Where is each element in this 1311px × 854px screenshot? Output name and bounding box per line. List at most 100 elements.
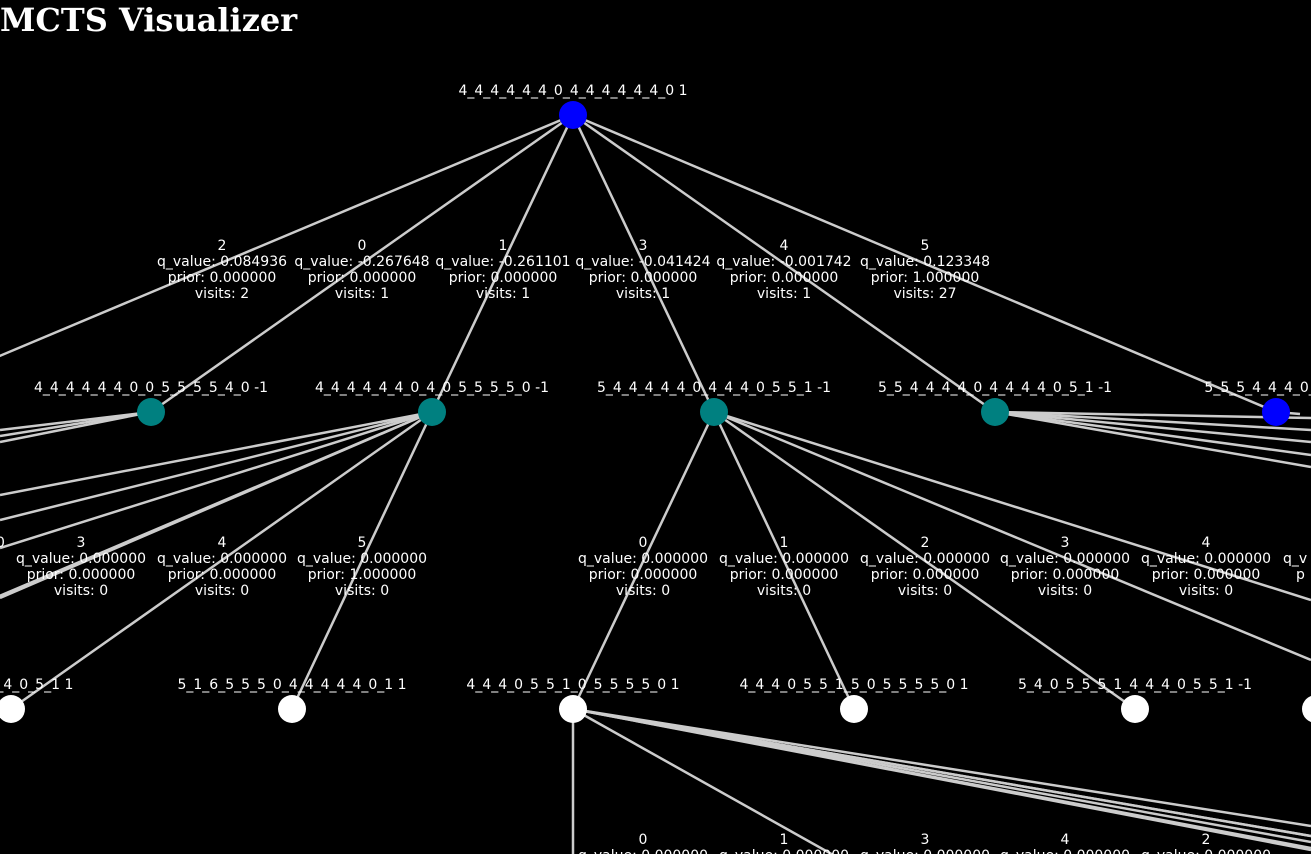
node-circle[interactable] [1262,398,1290,426]
tree-edge [571,114,716,413]
tree-node-leaf[interactable]: 4_4_4_0_5_5_1_5_0_5_5_5_5_0 1 [739,677,969,723]
tree-edge [290,411,434,710]
tree-edge-offscreen [994,410,1311,457]
edge-stat-label: q_value: 0.000000 [578,551,708,567]
edge-stat-label: q_value: 0.000000 [860,551,990,567]
tree-edge [713,410,1311,662]
edge-stat-label: prior: 0.000000 [730,270,839,286]
edge-stat-label-clipped: p [1296,567,1305,583]
tree-edge [572,707,835,854]
edge-action-label: 1 [780,535,789,551]
edge-action-label: 2 [921,535,930,551]
node-state-label: 5_5_5_4_4_4_0_4_4_ [1204,380,1311,396]
node-state-label: 5_4_0_5_5_5_1_4_4_4_0_5_5_1 -1 [1018,677,1252,693]
edge-action-label: 1 [499,238,508,254]
node-circle[interactable] [840,695,868,723]
edge-action-label: 0 [358,238,367,254]
tree-edge-offscreen [0,410,433,497]
edge-stat-label: visits: 0 [54,583,108,599]
edge-action-label: 2 [218,238,227,254]
edge-stat-label: q_value: 0.000000 [860,848,990,854]
edge-stat-label: prior: 0.000000 [308,270,417,286]
edge-action-label: 5 [921,238,930,254]
edge-action-label: 3 [77,535,86,551]
edge-stat-label: visits: 0 [1038,583,1092,599]
tree-edge [712,411,856,710]
edge-action-label: 4 [1061,832,1070,848]
node-circle[interactable] [0,695,25,723]
tree-edge-offscreen [994,410,1311,444]
tree-node-leaf[interactable]: _4_4_4_4_0_5_1 1 [0,677,73,723]
node-state-label: 4_4_4_0_5_5_1_0_5_5_5_5_0 1 [466,677,679,693]
edge-stat-label: prior: 1.000000 [308,567,417,583]
node-circle[interactable] [418,398,446,426]
tree-node-leaf[interactable]: 5_1_6_5_5_5_0_4_4_4_4_4_0_1 1 [177,677,407,723]
tree-edge [572,113,1277,414]
edges-layer [0,113,1311,854]
edge-stat-label: prior: 0.000000 [1152,567,1261,583]
node-state-label: 4_4_4_4_4_4_0_0_5_5_5_5_4_0 -1 [34,380,268,396]
tree-edge-offscreen [994,410,1311,420]
tree-node-leaf[interactable]: 4_4_4_0_5_5_1_0_5_5_5_5_0 1 [466,677,680,723]
edge-stat-label: visits: 0 [898,583,952,599]
tree-node-expanded[interactable]: 5_4_4_4_4_4_0_4_4_4_0_5_5_1 -1 [597,380,831,426]
tree-edge [150,113,574,414]
node-state-label: 4_4_4_4_4_4_0_4_0_5_5_5_5_0 -1 [315,380,549,396]
edge-stat-label: q_value: 0.000000 [578,848,708,854]
edge-stat-label: q_value: 0.123348 [860,254,990,270]
edge-stat-label: prior: 0.000000 [871,567,980,583]
tree-edge [0,410,433,598]
node-circle[interactable] [700,398,728,426]
edge-action-label: 0 [639,535,648,551]
node-circle[interactable] [559,695,587,723]
edge-stat-label: prior: 1.000000 [871,270,980,286]
node-circle[interactable] [981,398,1009,426]
edge-action-label: 5 [358,535,367,551]
node-circle[interactable] [1121,695,1149,723]
nodes-layer: 4_4_4_4_4_4_0_4_4_4_4_4_4_0 1 4_4_4_4_4_4… [0,83,1311,723]
edge-stat-label: q_value: -0.041424 [575,254,710,270]
edge-stat-label: q_value: 0.000000 [16,551,146,567]
tree-edge [572,707,1311,852]
tree-node-expanded[interactable]: 4_4_4_4_4_4_0_4_0_5_5_5_5_0 -1 [315,380,549,426]
edge-stat-label: visits: 27 [893,286,956,302]
edge-stat-label: q_value: 0.000000 [719,551,849,567]
tree-node-leaf[interactable]: 5_4_0_5_5_5_1_4_4_4_0_5_5_1 -1 [1018,677,1252,723]
edge-stat-label: visits: 1 [757,286,811,302]
edge-stat-label: prior: 0.000000 [589,567,698,583]
node-circle[interactable] [559,101,587,129]
edge-stat-label: q_value: 0.000000 [1000,551,1130,567]
page-title: MCTS Visualizer [0,1,298,39]
tree-node-expanded[interactable]: 4_4_4_4_4_4_0_0_5_5_5_5_4_0 -1 [34,380,268,426]
edge-action-label: 1 [780,832,789,848]
tree-edge [713,410,1136,711]
edge-stat-label: visits: 1 [476,286,530,302]
edge-stat-label: prior: 0.000000 [730,567,839,583]
edge-stat-label: visits: 0 [1179,583,1233,599]
tree-node-selected[interactable]: 4_4_4_4_4_4_0_4_4_4_4_4_4_0 1 [458,83,688,129]
edge-stat-label: visits: 1 [335,286,389,302]
edge-stat-label: visits: 2 [195,286,249,302]
edge-stat-label: visits: 0 [195,583,249,599]
edge-stat-label: prior: 0.000000 [589,270,698,286]
tree-edge [713,410,1311,602]
tree-edge [572,707,1311,828]
node-state-label: 4_4_4_4_4_4_0_4_4_4_4_4_4_0 1 [458,83,687,99]
edge-action-label: 2 [1202,832,1211,848]
edge-stat-label-clipped: q_v [1283,551,1307,567]
edge-stat-label: prior: 0.000000 [27,567,136,583]
node-circle[interactable] [1302,695,1311,723]
tree-node-selected[interactable]: 5_5_5_4_4_4_0_4_4_ [1204,380,1311,426]
edge-stat-label: q_value: -0.267648 [294,254,429,270]
node-state-label: 5_4_4_4_4_4_0_4_4_4_0_5_5_1 -1 [597,380,831,396]
edge-stat-label: prior: 0.000000 [449,270,558,286]
node-circle[interactable] [278,695,306,723]
tree-node-leaf[interactable]: 5 [1302,677,1311,723]
tree-node-expanded[interactable]: 5_5_4_4_4_4_0_4_4_4_4_0_5_1 -1 [878,380,1112,426]
edge-action-label: 3 [639,238,648,254]
edge-action-label: 3 [1061,535,1070,551]
edge-action-label: 3 [921,832,930,848]
node-circle[interactable] [137,398,165,426]
